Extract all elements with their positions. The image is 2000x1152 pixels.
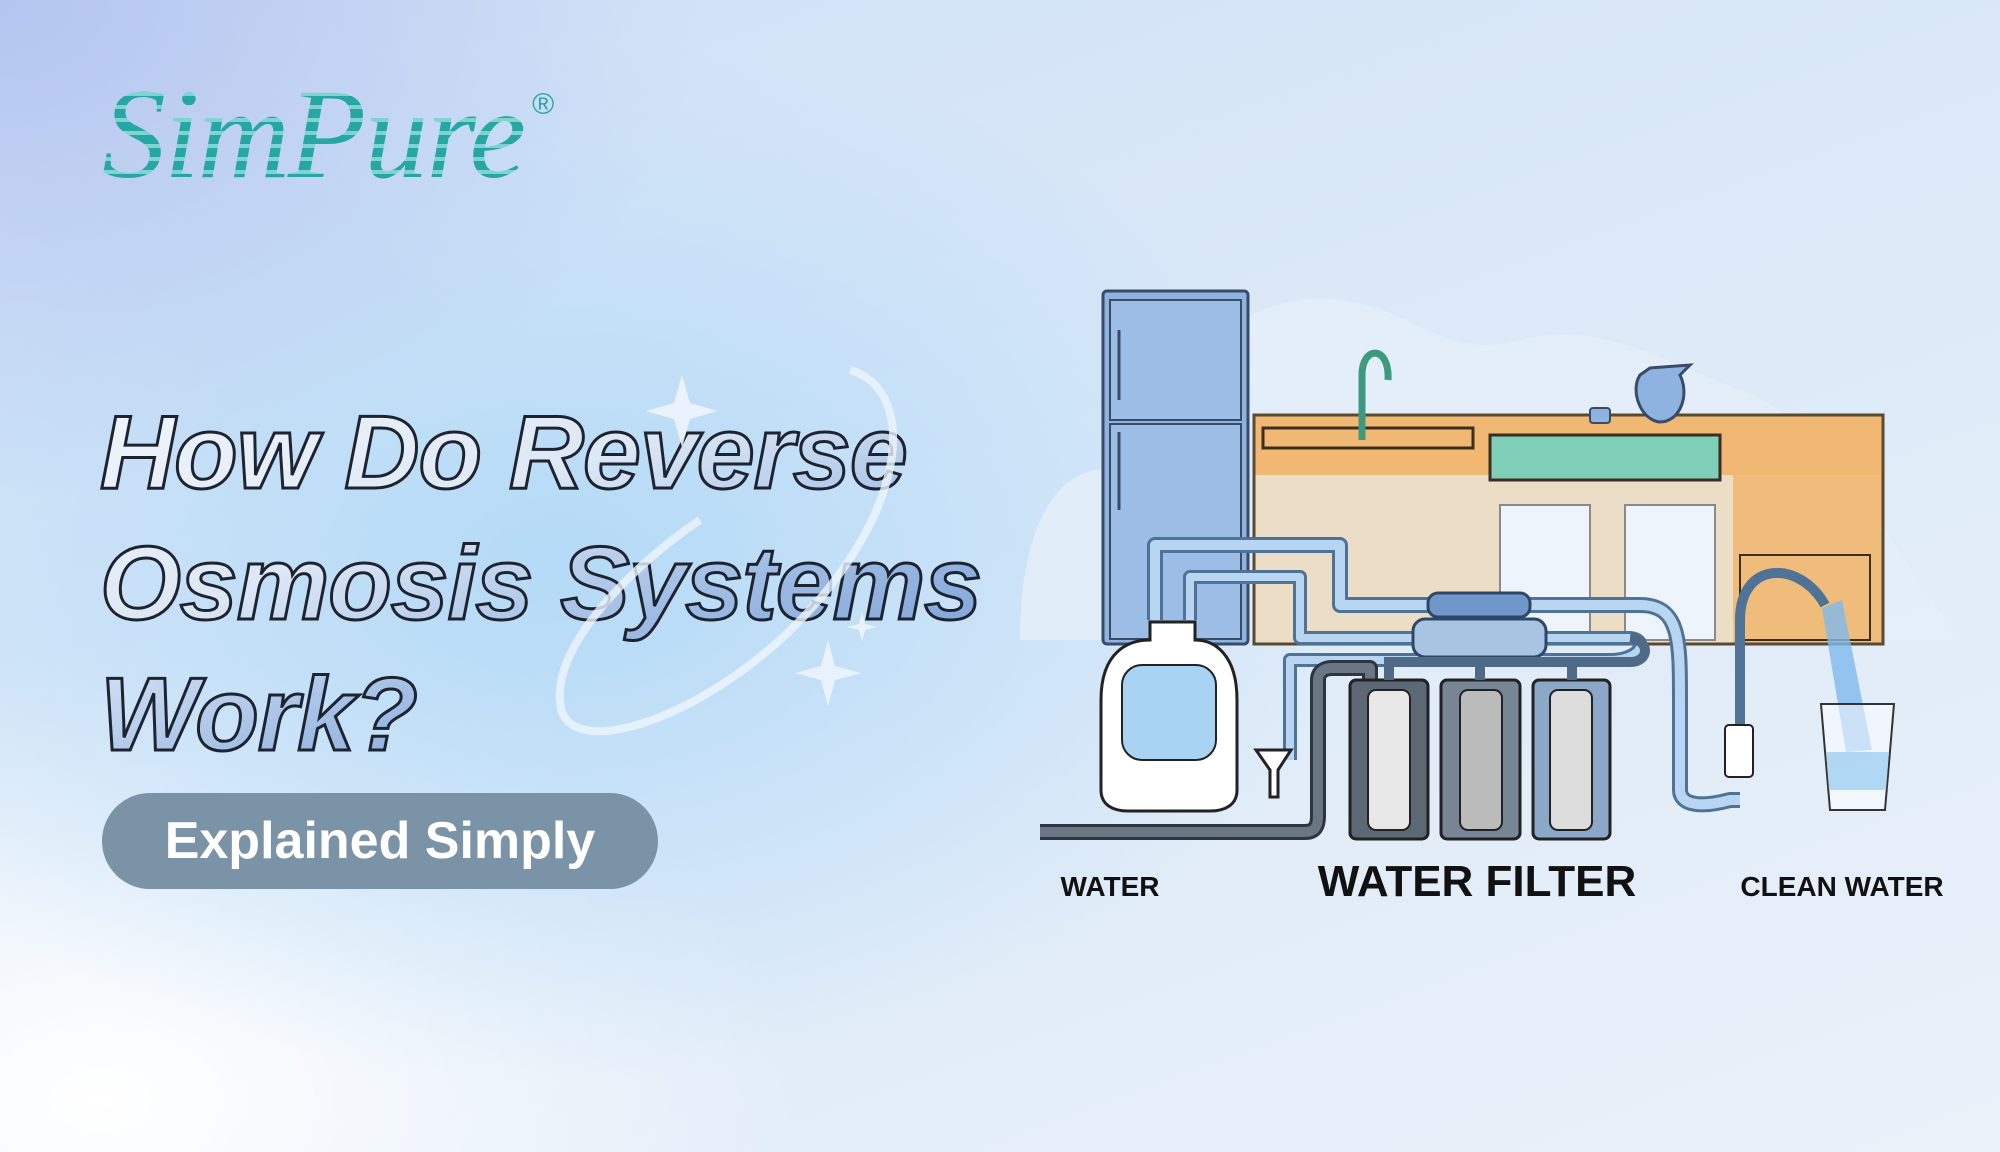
inlet-water-pipe-inner bbox=[1040, 663, 1375, 837]
filter-cartridges bbox=[1348, 633, 1650, 841]
title-line-1: How Do Reverse bbox=[98, 394, 909, 513]
sink-faucet-icon bbox=[1358, 349, 1392, 440]
refrigerator bbox=[1101, 289, 1250, 646]
cup-icon bbox=[1589, 407, 1611, 424]
simpure-logo: SimPure bbox=[102, 63, 526, 205]
title-line-3: Work? bbox=[98, 656, 419, 775]
flow-restrictor bbox=[1426, 591, 1532, 619]
water-label: WATER bbox=[1060, 871, 1159, 902]
glass-water bbox=[1826, 752, 1889, 790]
drain-funnel-icon bbox=[1253, 748, 1294, 799]
drinking-faucet-icon bbox=[1735, 568, 1830, 760]
orbit-decoration bbox=[555, 366, 898, 736]
water-filter-label: WATER FILTER bbox=[1318, 857, 1637, 906]
subtitle-badge: Explained Simply bbox=[102, 793, 658, 889]
ro-membrane bbox=[1411, 617, 1548, 659]
registered-mark: ® bbox=[532, 88, 555, 121]
faucet-valve bbox=[1724, 724, 1754, 778]
sparkle-icon bbox=[646, 375, 877, 706]
clean-water-label: CLEAN WATER bbox=[1740, 871, 1943, 902]
subtitle-badge-text: Explained Simply bbox=[164, 812, 596, 870]
jug-icon bbox=[1634, 363, 1694, 424]
brand: SimPure ® bbox=[102, 70, 554, 198]
storage-tank bbox=[1099, 620, 1239, 813]
